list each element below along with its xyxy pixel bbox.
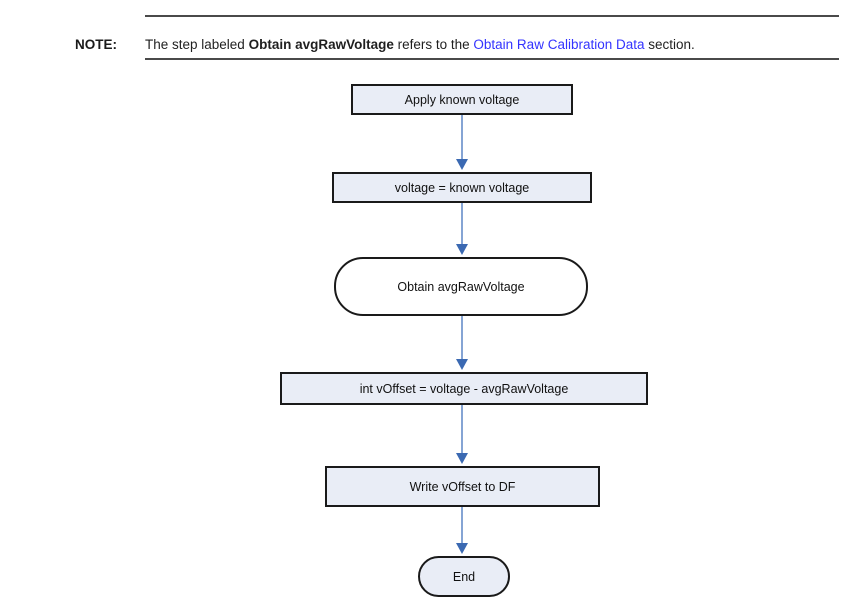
flow-node-write-voffset: Write vOffset to DF: [325, 466, 600, 507]
arrow-write-to-end: [461, 507, 463, 544]
note-bottom-rule: [145, 58, 839, 60]
arrow-voffset-to-write: [461, 405, 463, 454]
obtain-raw-calibration-data-link[interactable]: Obtain Raw Calibration Data: [473, 37, 645, 52]
arrowhead-icon: [456, 359, 468, 370]
arrowhead-icon: [456, 453, 468, 464]
flow-node-apply-known-voltage: Apply known voltage: [351, 84, 573, 115]
note-text-middle: refers to the: [393, 37, 474, 52]
note-text-after: section.: [644, 37, 695, 52]
flow-node-obtain-avgrawvoltage: Obtain avgRawVoltage: [334, 257, 588, 316]
note-bold-step-name: Obtain avgRawVoltage: [248, 37, 394, 52]
flow-node-voffset-calculation: int vOffset = voltage - avgRawVoltage: [280, 372, 648, 405]
arrowhead-icon: [456, 543, 468, 554]
arrow-voltage-to-obtain: [461, 203, 463, 245]
arrowhead-icon: [456, 159, 468, 170]
arrow-apply-to-voltage: [461, 115, 463, 160]
note-text: The step labeled Obtain avgRawVoltage re…: [145, 37, 845, 52]
flow-node-voltage-assignment: voltage = known voltage: [332, 172, 592, 203]
note-text-before: The step labeled: [145, 37, 249, 52]
flow-node-end: End: [418, 556, 510, 597]
arrowhead-icon: [456, 244, 468, 255]
arrow-obtain-to-voffset: [461, 316, 463, 360]
note-label: NOTE:: [75, 37, 117, 52]
note-top-rule: [145, 15, 839, 17]
